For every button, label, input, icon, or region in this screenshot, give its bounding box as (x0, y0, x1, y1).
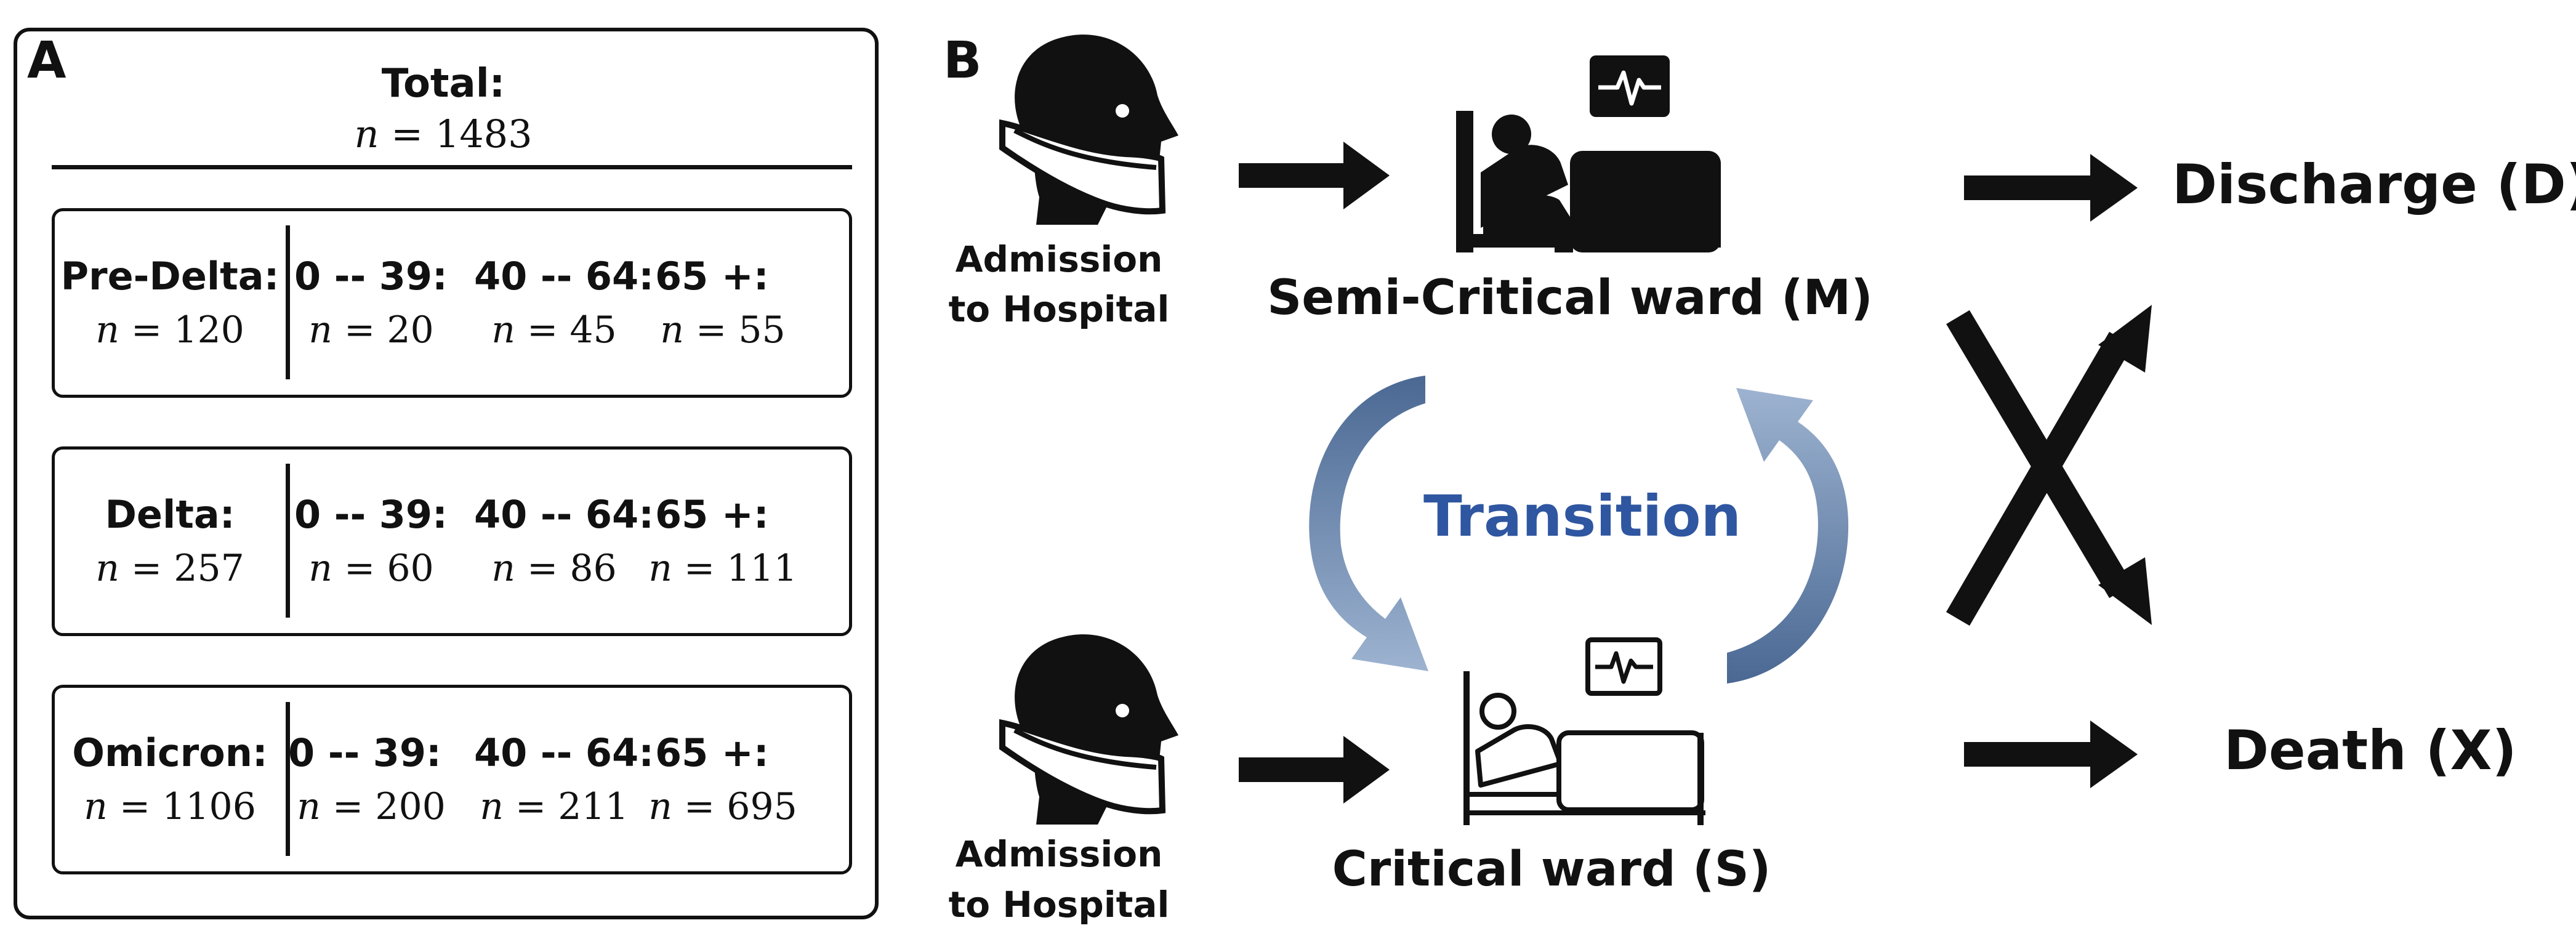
period-box (52, 446, 852, 636)
age-group-n: n = 45 (462, 312, 646, 349)
age-group-header: 40 -- 64: (474, 730, 654, 775)
age-group-n: n = 695 (643, 788, 803, 825)
age-group-n: n = 86 (462, 550, 646, 587)
age-group-n-value: 55 (738, 309, 786, 352)
n-symbol: n (480, 785, 504, 828)
age-group-n: n = 200 (282, 788, 461, 825)
period-n-value: 120 (174, 309, 244, 352)
age-group-header: 0 -- 39: (288, 730, 441, 775)
age-group-header: 65 +: (655, 492, 769, 537)
total-n: n = 1483 (289, 115, 597, 153)
n-symbol: n (297, 785, 321, 828)
period-box (52, 208, 852, 398)
age-group-header: 40 -- 64: (474, 254, 654, 299)
period-box (52, 685, 852, 874)
period-label: Pre-Delta: (60, 254, 280, 299)
n-symbol: n (308, 547, 332, 590)
age-group-n-value: 200 (375, 785, 446, 828)
n-symbol: n (660, 309, 684, 352)
age-group-header: 0 -- 39: (294, 492, 448, 537)
equals-sign: = (672, 785, 727, 828)
panel-a-letter: A (27, 31, 66, 90)
age-group-header: 0 -- 39: (294, 254, 448, 299)
period-label: Omicron: (72, 730, 268, 775)
age-group-n-value: 695 (727, 785, 797, 828)
age-group-header: 65 +: (655, 254, 769, 299)
equals-sign: = (672, 547, 727, 590)
equals-sign: = (320, 785, 376, 828)
cross-arrows (1946, 305, 2152, 626)
age-group-header: 40 -- 64: (474, 492, 654, 537)
arrow-to-critical (1239, 736, 1390, 804)
age-group-header: 65 +: (655, 730, 769, 775)
period-n-value: 1106 (162, 785, 256, 828)
hospital-bed-icon-semi-critical (1456, 111, 1721, 252)
period-divider (286, 225, 290, 379)
total-n-value: 1483 (435, 111, 533, 156)
transition-label: Transition (1423, 483, 1742, 549)
age-group-n-value: 211 (558, 785, 629, 828)
period-divider (286, 464, 290, 618)
age-group-n-value: 45 (570, 309, 617, 352)
equals-sign: = (107, 785, 163, 828)
total-label: Total: (381, 61, 505, 107)
arrow-to-semi-critical (1239, 142, 1390, 209)
equals-sign: = (683, 309, 739, 352)
age-group-n: n = 211 (462, 788, 646, 825)
heart-monitor-icon-top (1590, 55, 1670, 117)
admission-bottom-line2: to Hospital (948, 884, 1170, 926)
period-divider (286, 702, 290, 856)
age-group-n: n = 111 (643, 550, 803, 587)
admission-top-line1: Admission (955, 238, 1163, 280)
age-group-n-value: 60 (387, 547, 434, 590)
period-label: Delta: (105, 492, 235, 537)
heart-monitor-icon-bottom (1585, 637, 1662, 696)
discharge-label: Discharge (D) (2172, 153, 2576, 216)
equals-sign: = (119, 309, 174, 352)
total-divider (52, 165, 852, 169)
n-symbol: n (491, 309, 515, 352)
age-group-n-value: 86 (570, 547, 617, 590)
n-symbol: n (95, 309, 119, 352)
period-n: n = 257 (59, 550, 281, 587)
n-symbol: n (84, 785, 108, 828)
period-n: n = 1106 (59, 788, 281, 825)
admission-top-line2: to Hospital (948, 288, 1170, 330)
semi-critical-ward-label: Semi-Critical ward (M) (1267, 270, 1873, 326)
hospital-bed-icon-critical (1463, 671, 1705, 825)
age-group-n: n = 20 (282, 312, 461, 349)
n-symbol: n (648, 785, 672, 828)
equals-sign: = (332, 547, 387, 590)
equals-sign: = (515, 309, 570, 352)
n-symbol: n (308, 309, 332, 352)
n-symbol: n (491, 547, 515, 590)
period-n: n = 120 (59, 312, 281, 349)
transition-arrow-left (1309, 376, 1428, 671)
equals-sign: = (515, 547, 570, 590)
n-symbol: n (95, 547, 119, 590)
death-label: Death (X) (2224, 719, 2517, 782)
n-symbol: n (354, 111, 379, 156)
age-group-n-value: 20 (387, 309, 434, 352)
age-group-n: n = 55 (643, 312, 803, 349)
n-symbol: n (648, 547, 672, 590)
critical-ward-label: Critical ward (S) (1332, 842, 1771, 897)
equals-sign: = (379, 111, 435, 156)
equals-sign: = (119, 547, 174, 590)
arrow-to-discharge (1964, 154, 2138, 222)
panel-b-letter: B (943, 31, 982, 90)
admission-bottom-line1: Admission (955, 833, 1163, 875)
period-n-value: 257 (174, 547, 244, 590)
equals-sign: = (332, 309, 387, 352)
age-group-n-value: 111 (727, 547, 797, 590)
equals-sign: = (503, 785, 558, 828)
masked-person-icon-bottom (996, 631, 1181, 834)
arrow-to-death (1964, 720, 2138, 788)
age-group-n: n = 60 (282, 550, 461, 587)
transition-arrow-right (1727, 388, 1849, 684)
masked-person-icon-top (996, 31, 1181, 234)
